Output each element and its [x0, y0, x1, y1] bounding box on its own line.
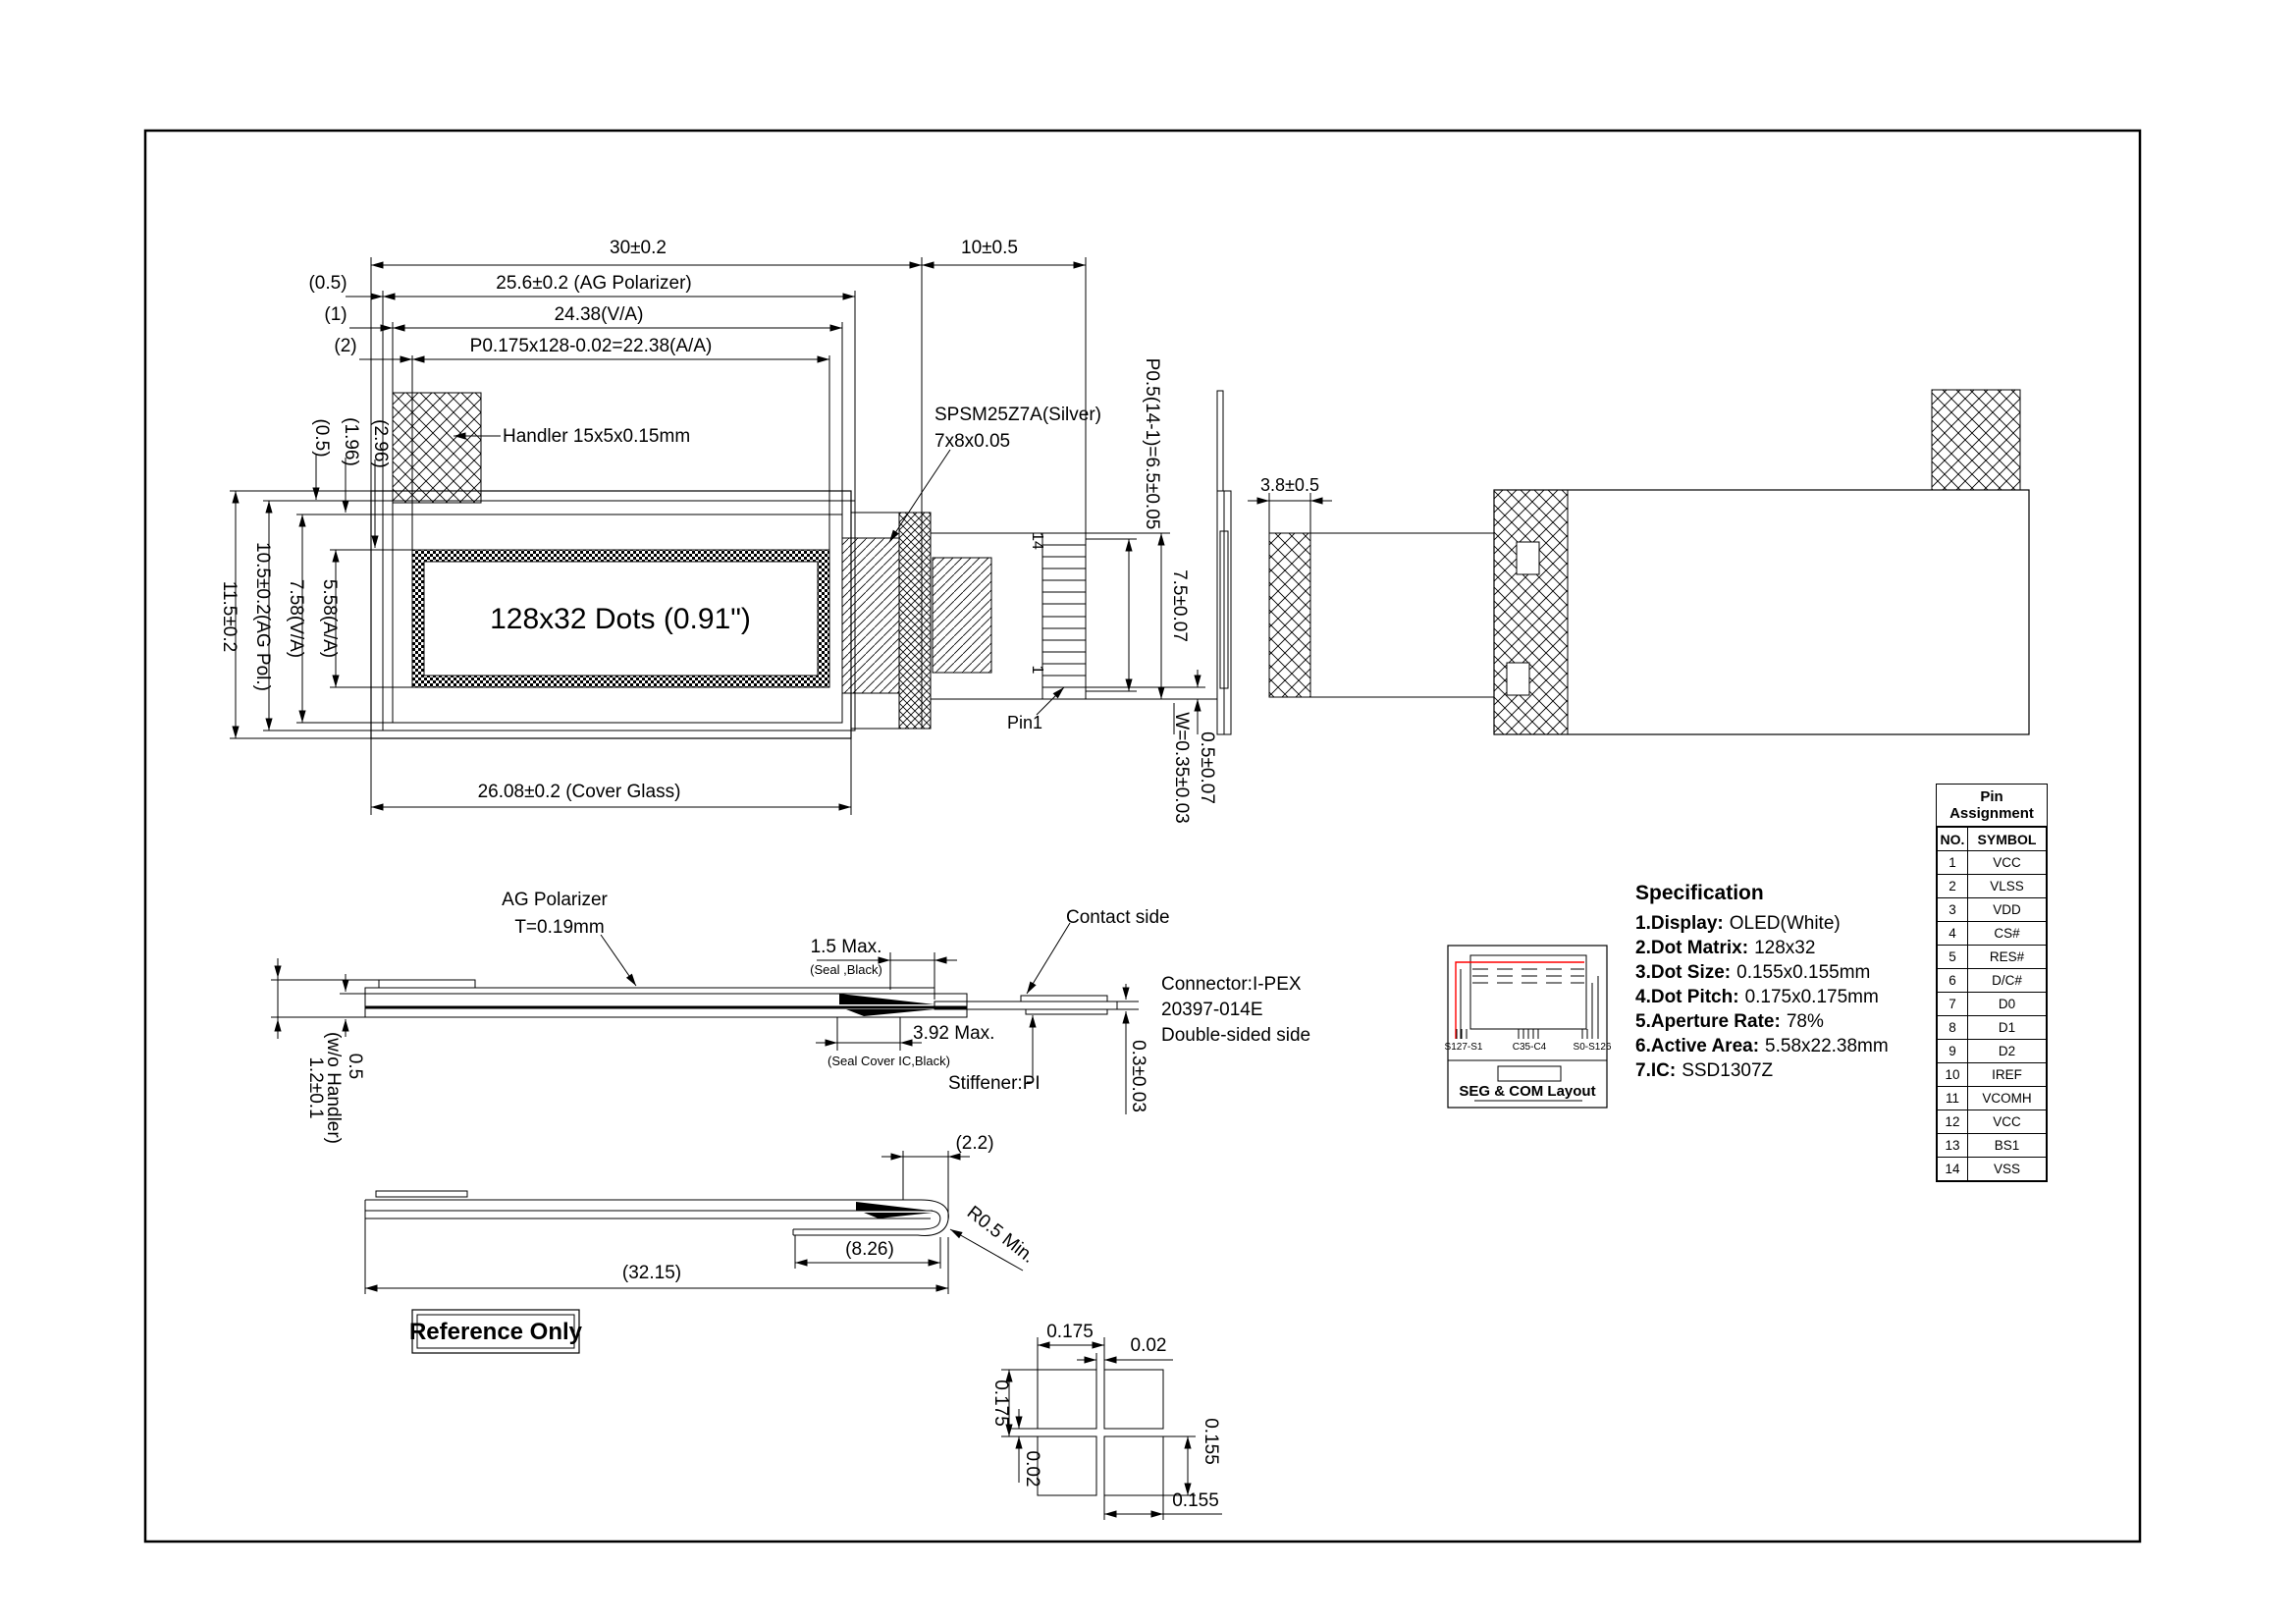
dim-fpc-width: 7.5±0.07 [1169, 569, 1190, 642]
sheet-border [143, 129, 2142, 1543]
seg-label-mid: C35-C4 [1513, 1042, 1547, 1053]
seg-label-left: S127-S1 [1445, 1042, 1483, 1053]
offset-1: (1) [324, 304, 347, 325]
dim-dot-gap-h: 0.02 [1131, 1335, 1167, 1356]
dim-dot-pitch-h: 0.175 [1046, 1322, 1094, 1342]
dim-dot-gap-v: 0.02 [1022, 1451, 1042, 1488]
dim-ag-polarizer-height: 10.5±0.2(AG Pol.) [252, 542, 273, 691]
pin-table-header-row: NO. SYMBOL [1937, 827, 2047, 851]
dim-pin-edge: 0.5±0.07 [1197, 731, 1217, 804]
spacer-label-1: SPSM25Z7A(Silver) [934, 405, 1101, 425]
stiffener-label: Stiffener:PI [948, 1073, 1041, 1094]
dim-cover-glass: 26.08±0.2 (Cover Glass) [478, 782, 681, 802]
dim-tape-width: 3.8±0.5 [1260, 475, 1319, 495]
seg-com-title: SEG & COM Layout [1459, 1083, 1595, 1100]
specification-title: Specification [1635, 882, 1764, 904]
dim-dot-size-v: 0.155 [1201, 1418, 1221, 1465]
reference-only-stamp: Reference Only [409, 1319, 583, 1345]
profile-view [271, 922, 1139, 1114]
dim-aa-height: 5.58(A/A) [319, 579, 340, 658]
offset-0-5: (0.5) [308, 273, 347, 294]
spacer-label-2: 7x8x0.05 [934, 431, 1010, 452]
front-view [230, 257, 1217, 815]
dim-pin-pitch: P0.5(14-1)=6.5±0.05 [1142, 358, 1162, 530]
spec-ic: 7.IC:SSD1307Z [1635, 1060, 1774, 1081]
dim-dot-pitch-v: 0.175 [990, 1380, 1011, 1427]
seg-label-right: S0-S126 [1574, 1042, 1612, 1053]
connector-label-1: Connector:I-PEX [1161, 974, 1302, 995]
dim-va-height: 7.58(V/A) [286, 579, 306, 658]
dim-total-width: 30±0.2 [610, 238, 667, 258]
dim-seal-cover: 3.92 Max. [913, 1023, 994, 1044]
pin1-number: 1 [1029, 666, 1045, 675]
dim-dot-size-h: 0.155 [1172, 1490, 1219, 1511]
offset-v-0-5: (0.5) [311, 418, 332, 457]
spec-aperture-rate: 5.Aperture Rate:78% [1635, 1011, 1824, 1032]
dim-bend-extension: (2.2) [955, 1133, 993, 1154]
specification-block: Specification 1.Display:OLED(White) 2.Do… [1635, 882, 1949, 1083]
seg-com-layout [1447, 945, 1608, 1109]
offset-v-1-96: (1.96) [341, 417, 361, 466]
ag-polarizer-callout-1: AG Polarizer [502, 890, 608, 910]
connector-label-3: Double-sided side [1161, 1025, 1310, 1046]
spec-active-area: 6.Active Area:5.58x22.38mm [1635, 1036, 1889, 1056]
labels: 30±0.2 10±0.5 25.6±0.2 (AG Polarizer) (0… [219, 238, 1612, 1511]
offset-v-2-96: (2.96) [370, 419, 391, 468]
dim-fpc-length: 10±0.5 [961, 238, 1018, 258]
back-view [1216, 389, 2030, 735]
seal-note: (Seal ,Black) [810, 962, 882, 977]
dim-ag-polarizer-width: 25.6±0.2 (AG Polarizer) [496, 273, 691, 294]
pin14-number: 14 [1029, 532, 1045, 550]
dim-va-width: 24.38(V/A) [555, 304, 644, 325]
dim-total-height: 11.5±0.2 [219, 581, 240, 652]
spec-display: 1.Display:OLED(White) [1635, 913, 1841, 934]
connector-label-2: 20397-014E [1161, 1000, 1263, 1020]
offset-2: (2) [334, 336, 356, 356]
spec-dot-pitch: 4.Dot Pitch:0.175x0.175mm [1635, 987, 1879, 1007]
seg-routing-red-line [1455, 961, 1584, 1039]
spec-dot-matrix: 2.Dot Matrix:128x32 [1635, 938, 1816, 958]
spec-dot-size: 3.Dot Size:0.155x0.155mm [1635, 962, 1871, 983]
dot-pitch-detail [1001, 1337, 1222, 1520]
ag-polarizer-callout-2: T=0.19mm [514, 917, 604, 938]
dim-bend-tail: (8.26) [845, 1239, 894, 1260]
dim-aa-width: P0.175x128-0.02=22.38(A/A) [470, 336, 713, 356]
dim-bent-total: (32.15) [622, 1263, 681, 1283]
dim-module-thickness: 1.2±0.1 [305, 1056, 326, 1118]
dim-seal-width: 1.5 Max. [811, 937, 882, 957]
bent-view [364, 1151, 1024, 1354]
seal-cover-note: (Seal Cover IC,Black) [828, 1054, 950, 1068]
module-thickness-note: (w/o Handler) [323, 1032, 344, 1144]
dim-fpc-thickness: 0.3±0.03 [1128, 1040, 1148, 1112]
contact-side-label: Contact side [1066, 907, 1170, 928]
dim-glass-thickness: 0.5 [345, 1054, 365, 1079]
handler-label: Handler 15x5x0.15mm [503, 426, 690, 447]
pin1-label: Pin1 [1007, 713, 1042, 732]
display-area-label: 128x32 Dots (0.91") [490, 603, 751, 635]
dim-pin-width: W=0.35±0.03 [1171, 712, 1192, 823]
pin-table-title: Pin Assignment [1937, 785, 2047, 827]
